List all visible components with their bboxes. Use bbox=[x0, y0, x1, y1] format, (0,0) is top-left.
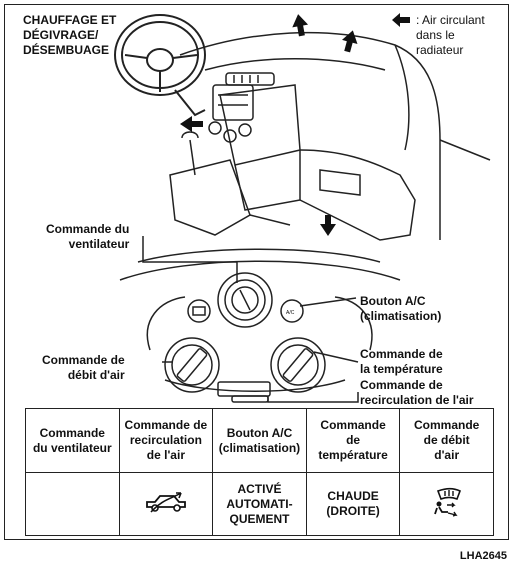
svg-text:A/C: A/C bbox=[286, 310, 295, 316]
header-ac: Bouton A/C(climatisation) bbox=[212, 408, 307, 473]
car-recirculation-icon bbox=[145, 492, 186, 513]
figure-reference: LHA2645 bbox=[459, 550, 507, 562]
fan-control-label: Commande du ventilateur bbox=[46, 222, 130, 251]
figure-title: CHAUFFAGE ET DÉGIVRAGE/ DÉSEMBUAGE bbox=[23, 13, 117, 57]
recirculation-control-label: Commande de recirculation de l'air bbox=[360, 378, 474, 407]
cell-recirculation bbox=[118, 472, 214, 536]
cell-airflow bbox=[399, 472, 494, 536]
figure-frame bbox=[4, 4, 509, 540]
defrost-floor-icon bbox=[433, 487, 461, 517]
cell-fan bbox=[25, 472, 120, 536]
cell-temperature: CHAUDE(DROITE) bbox=[305, 472, 401, 536]
legend-text: : Air circulant dans le radiateur bbox=[416, 13, 485, 57]
control-panel bbox=[119, 236, 401, 403]
down-arrow-icon bbox=[392, 13, 410, 27]
airflow-control-label: Commande de débit d'air bbox=[42, 353, 125, 382]
steering-wheel bbox=[114, 14, 206, 117]
dashboard-outline bbox=[169, 31, 491, 241]
airflow-arrows bbox=[180, 14, 358, 236]
temperature-control-label: Commande de la température bbox=[360, 347, 443, 376]
ac-button-label: Bouton A/C (climatisation) bbox=[360, 294, 442, 323]
dashboard-illustration: A/C bbox=[114, 13, 491, 403]
